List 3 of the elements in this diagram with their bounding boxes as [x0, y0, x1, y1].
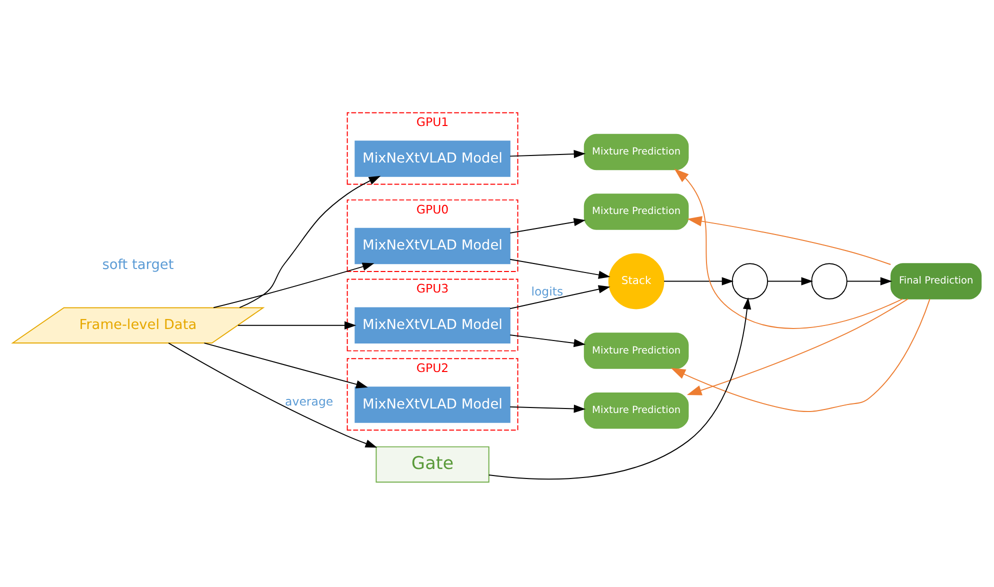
edge-label: average [285, 394, 334, 408]
label: soft target [102, 257, 174, 274]
edge-label: logits [531, 284, 564, 299]
